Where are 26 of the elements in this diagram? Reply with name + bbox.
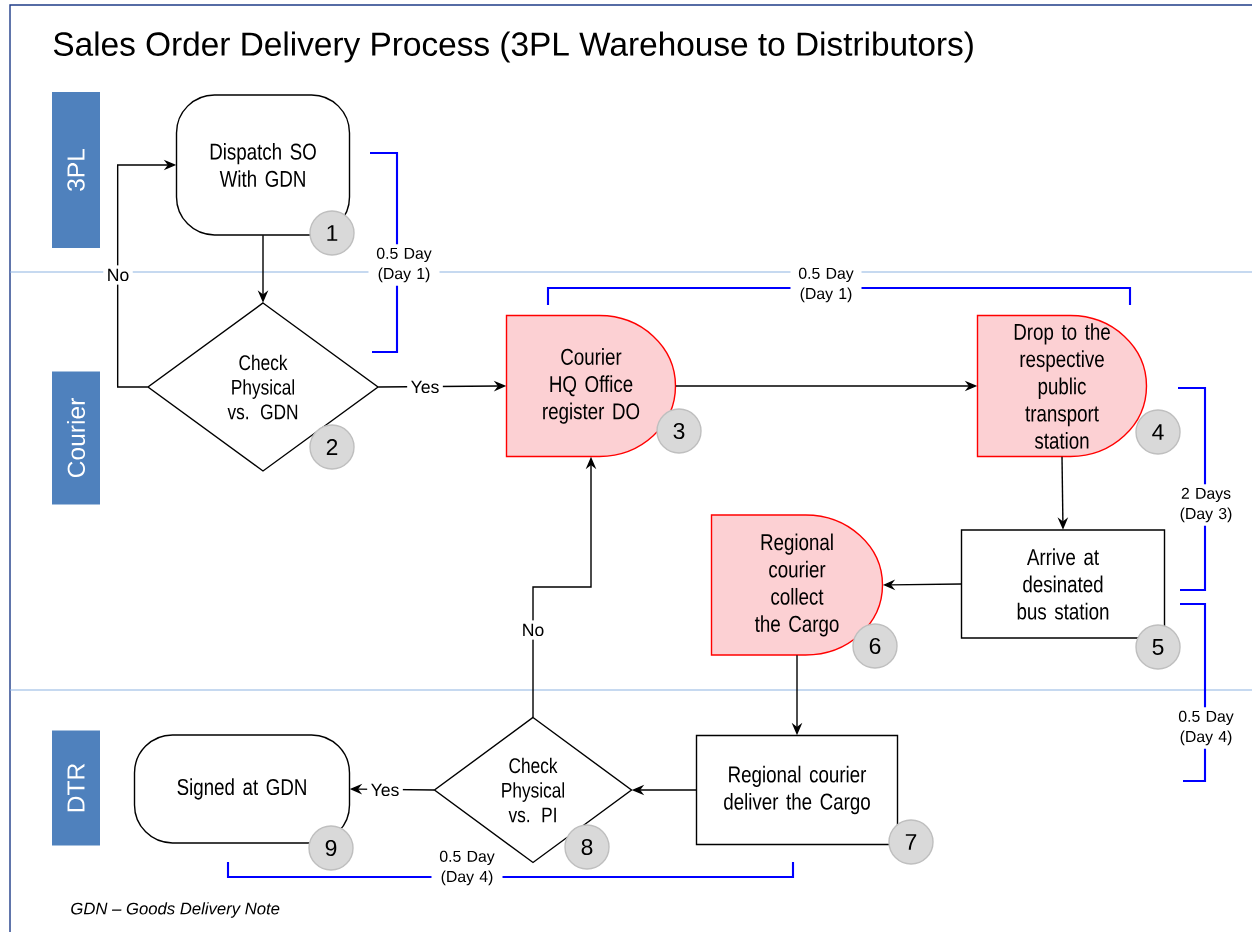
step-number: 2	[309, 424, 355, 470]
duration-label: 0.5 Day (Day 4)	[431, 847, 503, 889]
duration-label: 0.5 Day (Day 4)	[1170, 707, 1242, 749]
title: Sales Order Delivery Process (3PL Warehouse to Distributors)	[53, 31, 973, 63]
lane-label: 3PL	[52, 92, 100, 248]
edge-label: No	[518, 620, 548, 640]
duration-label: 0.5 Day (Day 1)	[790, 264, 862, 306]
lane-label: Courier	[52, 371, 100, 505]
step-number: 9	[308, 825, 354, 871]
step-number: 7	[888, 819, 934, 865]
step-number: 4	[1135, 409, 1181, 455]
edge-label: No	[103, 265, 133, 285]
delay-box: Drop to the respective public transport station	[976, 314, 1148, 458]
footnote: GDN – Goods Delivery Note	[71, 902, 280, 918]
step-number: 6	[852, 623, 898, 669]
process-box: Regional courier deliver the Cargo	[695, 734, 899, 846]
edge-label: Yes	[367, 780, 403, 800]
lane-label: DTR	[52, 730, 100, 846]
step-number: 8	[564, 824, 610, 870]
step-number: 5	[1135, 624, 1181, 670]
step-number: 1	[309, 210, 355, 256]
edge-label: Yes	[407, 377, 443, 397]
step-number: 3	[656, 408, 702, 454]
duration-label: 2 Days (Day 3)	[1170, 484, 1242, 526]
process-box: Arrive at desinated bus station	[960, 529, 1166, 639]
duration-label: 0.5 Day (Day 1)	[368, 244, 440, 286]
